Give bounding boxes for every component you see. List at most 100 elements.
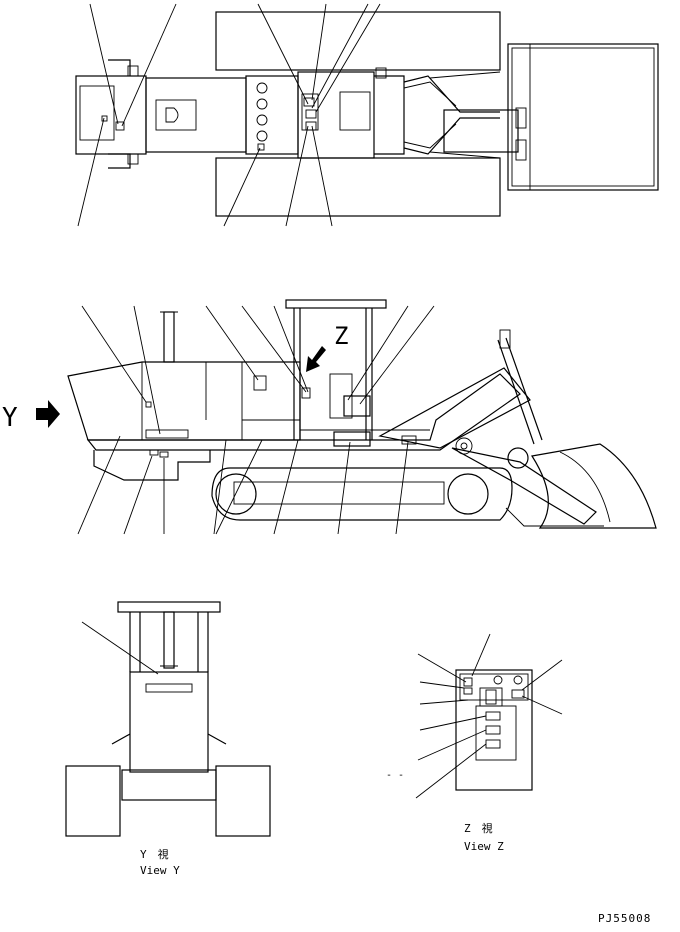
side-track (211, 467, 513, 521)
side-rear-body (67, 361, 301, 441)
top-console-switch-c (305, 121, 317, 131)
top-radiator (245, 75, 299, 155)
view-z (415, 633, 563, 799)
top-leaders (77, 3, 381, 227)
side-frame-rail (86, 373, 521, 451)
viewz-lever-box (479, 687, 503, 707)
side-blade (531, 443, 657, 529)
top-arm-inner (403, 81, 457, 149)
view-y (65, 601, 271, 837)
viewy-leader (81, 621, 159, 675)
top-label-a (115, 121, 125, 131)
top-blade-inner (511, 47, 655, 187)
side-idler (215, 473, 257, 515)
viewy-body (129, 671, 209, 773)
top-track-lower (215, 157, 501, 217)
viewy-track-left (65, 765, 121, 837)
side-cylinder-top (499, 329, 511, 349)
viewy-track-right (215, 765, 271, 837)
viewz-gauge-2 (513, 675, 523, 685)
viewy-fenders (111, 733, 227, 745)
side-cab-console (343, 395, 371, 417)
view-marker-z: Z (334, 322, 348, 350)
side-radiator-plate (253, 375, 267, 391)
top-plate-b (127, 153, 139, 165)
side-view (36, 299, 657, 535)
viewz-lower-panel (475, 705, 517, 761)
top-rear-frame (75, 75, 147, 155)
arrow-y-icon (36, 400, 60, 428)
top-label-b (101, 115, 108, 122)
viewy-canopy-posts (129, 612, 209, 672)
top-circle-1 (256, 82, 268, 94)
drawing-number: PJ55008 (598, 912, 651, 925)
viewy-counterweight (121, 769, 217, 801)
side-cab-switch (301, 387, 311, 399)
side-lift-cylinder (497, 337, 543, 445)
top-rear-panel (79, 85, 115, 141)
view-z-caption-en: View Z (464, 840, 504, 853)
view-marker-y: Y (2, 403, 18, 433)
view-z-caption-jp: Z 視 (464, 821, 493, 835)
view-y-caption-en: View Y (140, 864, 180, 877)
viewy-label-plate (145, 683, 193, 693)
side-fuel-tank (93, 450, 211, 481)
side-trunnion (455, 437, 473, 455)
side-trunnion-pin (460, 442, 468, 450)
viewz-label-1 (485, 711, 501, 721)
top-console-switch-a (303, 97, 315, 107)
side-radiator (242, 361, 301, 421)
viewz-panel (455, 669, 533, 791)
top-cab-roof (339, 91, 371, 131)
top-cylinder-a (515, 107, 527, 129)
side-leaders (77, 305, 435, 535)
viewy-canopy-roof (117, 601, 221, 613)
viewy-exhaust (163, 611, 175, 669)
top-blade (507, 43, 659, 191)
top-plate-a (127, 65, 139, 77)
top-front-frame (374, 75, 405, 155)
top-push-arms (403, 75, 500, 155)
viewz-lever (485, 689, 497, 705)
viewz-upper-panel (459, 673, 529, 701)
viewz-switch-b (463, 687, 473, 695)
top-circle-4 (256, 130, 268, 142)
view-y-caption-jp: Y 視 (140, 847, 169, 861)
viewz-label-3 (485, 739, 501, 749)
side-sprocket (447, 473, 489, 515)
top-track-upper (215, 11, 501, 71)
top-circle-2 (256, 98, 268, 110)
top-arm-links (429, 71, 501, 159)
viewz-gauge-1 (493, 675, 503, 685)
side-lift-arm (378, 367, 531, 449)
view-z-dash-mark: - - (386, 770, 404, 781)
side-blade-curve (559, 451, 611, 523)
side-blade-base (505, 507, 604, 527)
side-label-b (149, 449, 159, 456)
top-cylinder-b (515, 139, 527, 161)
side-rail-plate (145, 429, 189, 439)
viewz-leaders (415, 633, 563, 799)
top-small-plate (257, 143, 265, 151)
side-canopy-roof (285, 299, 387, 309)
side-step (333, 431, 371, 447)
side-label-c (159, 451, 169, 458)
side-engine-cover (141, 361, 243, 441)
top-circle-3 (256, 114, 268, 126)
top-front-plate (375, 67, 387, 79)
viewz-label-2 (485, 725, 501, 735)
side-pivot (507, 447, 529, 469)
side-exhaust-stack (163, 311, 175, 363)
top-exhaust (165, 107, 179, 123)
side-track-frame (233, 481, 445, 505)
viewz-switch-c (511, 689, 525, 699)
top-cab (297, 71, 375, 159)
top-console-switch-b (305, 109, 317, 119)
top-view (75, 3, 659, 227)
side-label-a (145, 401, 152, 408)
viewz-switch-a (463, 677, 473, 687)
top-hydraulic-block (443, 109, 519, 153)
top-hood-panel (155, 99, 197, 131)
